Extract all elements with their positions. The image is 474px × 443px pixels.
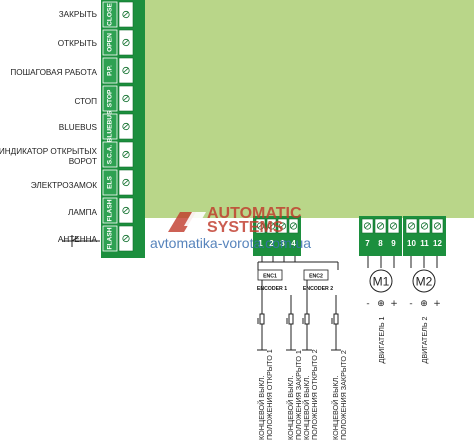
input-terminal-4: BLUEBUS xyxy=(102,110,134,142)
watermark-url: avtomatika-vorota.com.ua xyxy=(150,235,311,251)
svg-text:ПОЛОЖЕНИЯ ЗАКРЫТО 2: ПОЛОЖЕНИЯ ЗАКРЫТО 2 xyxy=(339,350,348,440)
svg-text:КОНЦЕВОЙ ВЫКЛ.: КОНЦЕВОЙ ВЫКЛ. xyxy=(257,376,266,440)
input-code-6: ELS xyxy=(107,175,114,188)
input-code-3: STOP xyxy=(107,89,114,107)
motor1-terminal-block-terminal-9: 9 xyxy=(391,239,396,248)
motor1-terminal-block-terminal-7: 7 xyxy=(365,239,370,248)
input-terminal-6: ELS xyxy=(102,169,134,196)
watermark-line2: SYSTEMS xyxy=(207,219,284,236)
input-label-0: ЗАКРЫТЬ xyxy=(59,10,97,19)
motor-symbol-1: M1 xyxy=(373,275,390,289)
input-label-8: АНТЕННА xyxy=(58,235,98,244)
input-label-3: СТОП xyxy=(74,97,97,106)
encoder-box-1: ENC1 xyxy=(263,274,277,280)
motor-plus-1: + xyxy=(390,299,398,309)
limit-caption-3: КОНЦЕВОЙ ВЫКЛ.ПОЛОЖЕНИЯ ОТКРЫТО 2 xyxy=(302,349,319,440)
input-terminal-7: FLASH xyxy=(102,197,134,224)
svg-text:ПОЛОЖЕНИЯ ОТКРЫТО 2: ПОЛОЖЕНИЯ ОТКРЫТО 2 xyxy=(310,349,319,440)
motor-caption-2: ДВИГАТЕЛЬ 2 xyxy=(420,316,429,363)
input-label-6: ЭЛЕКТРОЗАМОК xyxy=(31,181,97,190)
svg-text:ОТКРЫТЬ: ОТКРЫТЬ xyxy=(58,39,97,48)
svg-text:ЭЛЕКТРОЗАМОК: ЭЛЕКТРОЗАМОК xyxy=(31,181,97,190)
svg-text:BLUEBUS: BLUEBUS xyxy=(59,123,98,132)
input-code-5: S.C.A. xyxy=(107,145,114,165)
watermark-line1: AUTOMATIC xyxy=(207,205,302,222)
svg-text:ПОЛОЖЕНИЯ ОТКРЫТО 1: ПОЛОЖЕНИЯ ОТКРЫТО 1 xyxy=(265,349,274,440)
limit-caption-1: КОНЦЕВОЙ ВЫКЛ.ПОЛОЖЕНИЯ ОТКРЫТО 1 xyxy=(257,349,274,440)
input-code-1: OPEN xyxy=(107,33,114,52)
limit-switch-2 xyxy=(286,295,296,351)
input-code-0: CLOSE xyxy=(107,3,114,26)
svg-text:ЗАКРЫТЬ: ЗАКРЫТЬ xyxy=(59,10,97,19)
input-terminal-8: FLASH xyxy=(102,225,134,252)
motor2-terminal-block-terminal-11: 11 xyxy=(420,239,429,248)
encoder-terminal-block-terminal-3: 3 xyxy=(280,239,285,248)
motor-ground-icon: ⊕ xyxy=(377,299,385,309)
input-code-7: FLASH xyxy=(107,199,114,221)
motor-ground-icon: ⊕ xyxy=(420,299,428,309)
encoder-terminal-block-terminal-4: 4 xyxy=(291,239,296,248)
input-label-2: ПОШАГОВАЯ РАБОТА xyxy=(10,68,97,77)
limit-caption-2: КОНЦЕВОЙ ВЫКЛ.ПОЛОЖЕНИЯ ЗАКРЫТО 1 xyxy=(286,350,303,440)
limit-switch-1 xyxy=(257,280,267,351)
antenna-icon xyxy=(62,235,100,247)
input-code-4: BLUEBUS xyxy=(107,110,114,142)
input-code-2: P.P. xyxy=(107,65,114,76)
svg-text:ВОРОТ: ВОРОТ xyxy=(69,157,97,166)
motor-minus-1: - xyxy=(366,299,369,309)
encoder-box-2: ENC2 xyxy=(309,274,323,280)
svg-text:КОНЦЕВОЙ ВЫКЛ.: КОНЦЕВОЙ ВЫКЛ. xyxy=(302,376,311,440)
motor2-terminal-block: 10 11 12 xyxy=(403,216,446,256)
svg-text:ПОЛОЖЕНИЯ ЗАКРЫТО 1: ПОЛОЖЕНИЯ ЗАКРЫТО 1 xyxy=(294,350,303,440)
motor-plus-2: + xyxy=(433,299,441,309)
input-label-4: BLUEBUS xyxy=(59,123,98,132)
motor1-terminal-block-terminal-8: 8 xyxy=(378,239,383,248)
input-terminal-0: CLOSE xyxy=(102,1,134,28)
limit-switch-4 xyxy=(331,295,341,351)
svg-text:КОНЦЕВОЙ ВЫКЛ.: КОНЦЕВОЙ ВЫКЛ. xyxy=(286,376,295,440)
motor-minus-2: - xyxy=(409,299,412,309)
input-terminal-5: S.C.A. xyxy=(102,141,134,168)
motor-caption-1: ДВИГАТЕЛЬ 1 xyxy=(377,316,386,363)
encoder-terminal-block-terminal-1: 1 xyxy=(258,239,263,248)
svg-text:ПОШАГОВАЯ РАБОТА: ПОШАГОВАЯ РАБОТА xyxy=(10,68,97,77)
input-terminal-3: STOP xyxy=(102,85,134,112)
motor-1: M1-⊕ + ДВИГАТЕЛЬ 1 xyxy=(366,256,398,364)
svg-text:СТОП: СТОП xyxy=(74,97,97,106)
watermark: AUTOMATIC SYSTEMS avtomatika-vorota.com.… xyxy=(150,205,311,251)
encoder-caption-1: ENCODER 1 xyxy=(257,286,287,292)
motor-symbol-2: M2 xyxy=(416,275,433,289)
limit-caption-4: КОНЦЕВОЙ ВЫКЛ.ПОЛОЖЕНИЯ ЗАКРЫТО 2 xyxy=(331,350,348,440)
svg-text:ЛАМПА: ЛАМПА xyxy=(68,208,98,217)
input-code-8: FLASH xyxy=(107,227,114,249)
motor2-terminal-block-terminal-10: 10 xyxy=(407,239,416,248)
control-board xyxy=(145,0,474,218)
svg-text:КОНЦЕВОЙ ВЫКЛ.: КОНЦЕВОЙ ВЫКЛ. xyxy=(331,376,340,440)
svg-text:АНТЕННА: АНТЕННА xyxy=(58,235,98,244)
watermark-logo-icon xyxy=(168,212,206,232)
encoder-terminal-block-terminal-2: 2 xyxy=(269,239,274,248)
encoder-caption-2: ENCODER 2 xyxy=(303,286,333,292)
input-terminal-2: P.P. xyxy=(102,57,134,84)
motor2-terminal-block-terminal-12: 12 xyxy=(433,239,442,248)
motor-2: M2-⊕ + ДВИГАТЕЛЬ 2 xyxy=(409,256,441,364)
input-terminal-1: OPEN xyxy=(102,29,134,56)
input-label-1: ОТКРЫТЬ xyxy=(58,39,97,48)
limit-switch-3 xyxy=(302,280,312,351)
svg-text:ИНДИКАТОР ОТКРЫТЫХ: ИНДИКАТОР ОТКРЫТЫХ xyxy=(0,147,98,156)
input-label-7: ЛАМПА xyxy=(68,208,98,217)
